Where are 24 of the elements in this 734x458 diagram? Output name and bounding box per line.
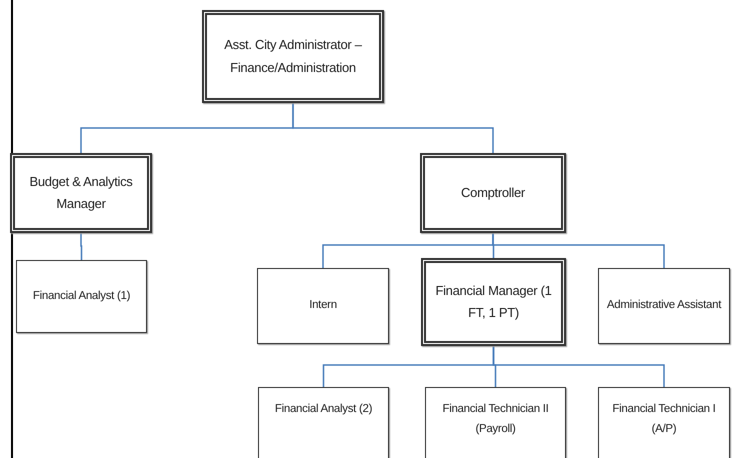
- role-title: Budget & Analytics Manager: [28, 172, 134, 213]
- role-box: [598, 268, 730, 344]
- role-box: [420, 153, 566, 233]
- role-box: [202, 10, 384, 103]
- role-title: Comptroller: [461, 184, 525, 202]
- role-box: [598, 387, 730, 458]
- connector-line: [292, 103, 494, 153]
- role-box: [10, 153, 152, 233]
- role-box: [257, 268, 389, 344]
- connector-line: [80, 233, 82, 260]
- role-title: Financial Manager (1 FT, 1 PT): [434, 282, 553, 322]
- role-title: Asst. City Administrator – Finance/Administration: [223, 36, 363, 76]
- role-box: [16, 260, 147, 333]
- role-box: [421, 258, 566, 346]
- role-title: Financial Analyst (2): [274, 402, 372, 417]
- role-title: Financial Technician II (Payroll): [441, 402, 550, 437]
- connector-line: [492, 346, 665, 387]
- role-box: [425, 387, 566, 458]
- role-title: Financial Technician I (A/P): [611, 402, 717, 437]
- role-title: Administrative Assistant: [606, 298, 722, 314]
- role-title: Intern: [309, 298, 337, 314]
- connector-line: [492, 233, 665, 268]
- role-title: Financial Analyst (1): [32, 288, 130, 304]
- role-box: [258, 387, 389, 458]
